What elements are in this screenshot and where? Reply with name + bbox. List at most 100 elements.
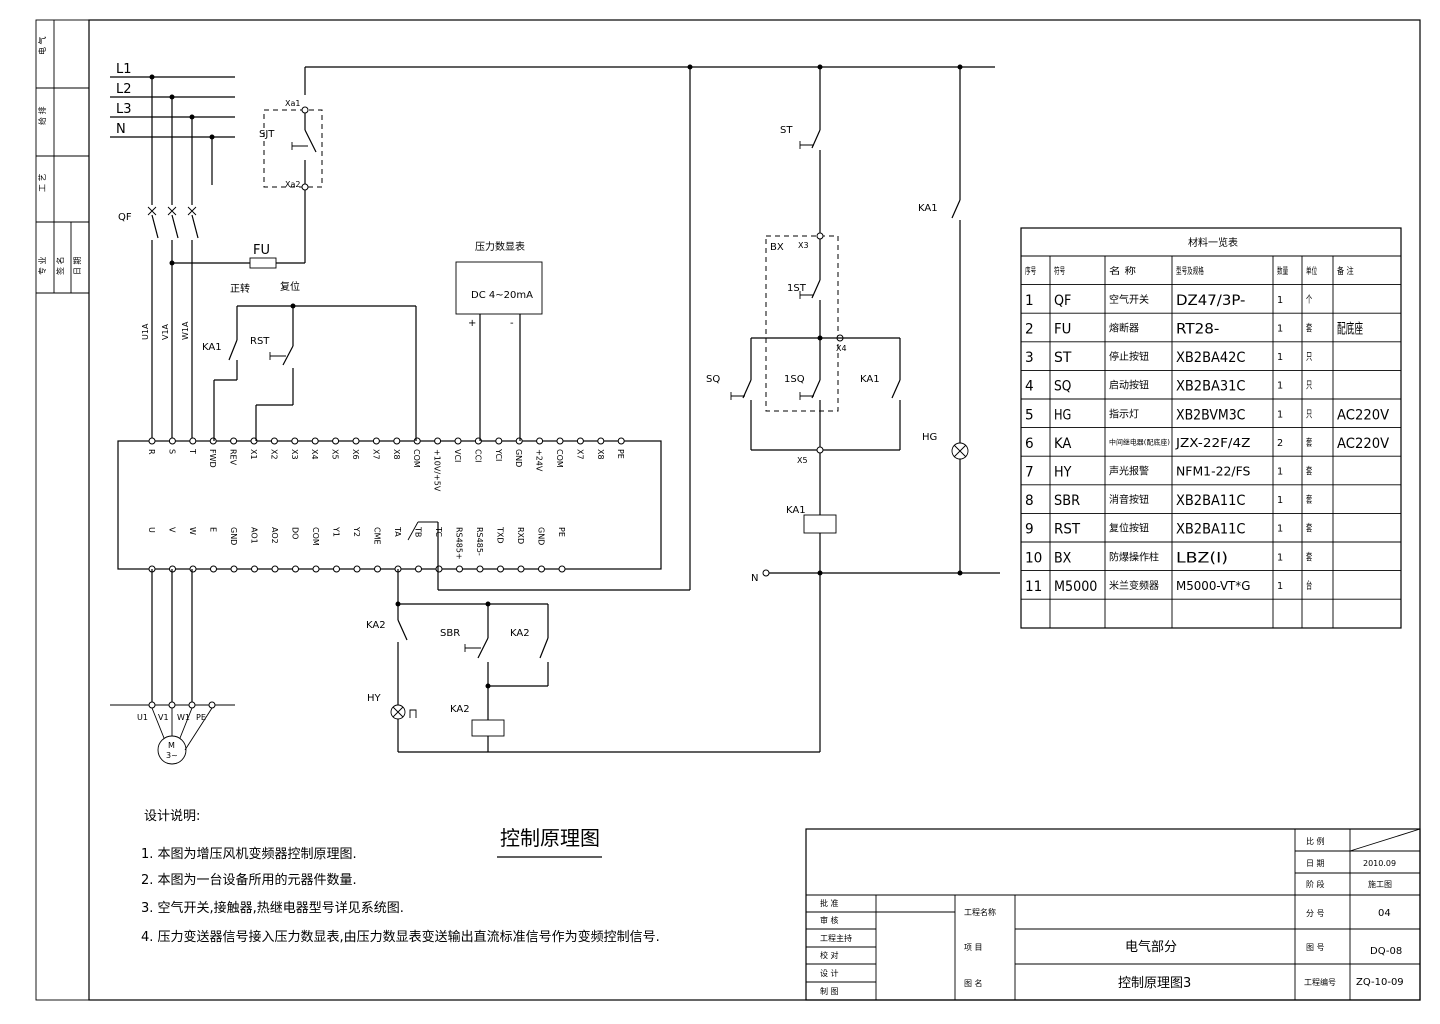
sq-label: SQ bbox=[706, 374, 720, 385]
fu-label: FU bbox=[253, 243, 270, 258]
table-cell: XB2BA42C bbox=[1176, 350, 1246, 366]
table-cell: XB2BA11C bbox=[1176, 493, 1246, 509]
strip-label-6: 日 期 bbox=[73, 256, 82, 275]
table-cell: 配底座 bbox=[1337, 322, 1363, 338]
strip-label-5: 签 名 bbox=[55, 256, 65, 275]
reset-label: 复位 bbox=[280, 280, 300, 293]
inverter-top-label: X1 bbox=[249, 449, 258, 460]
table-cell: 6 bbox=[1025, 436, 1034, 452]
inverter-bottom-label: DO bbox=[291, 527, 300, 539]
inverter-top-label: R bbox=[147, 449, 156, 455]
inverter-bottom-label: V bbox=[168, 527, 177, 533]
inverter-bottom-label: Y2 bbox=[352, 526, 361, 537]
motor-term-u1: U1 bbox=[137, 713, 148, 722]
strip-label-4: 专 业 bbox=[37, 256, 47, 275]
tb-drawing-name-value: 控制原理图3 bbox=[1118, 976, 1191, 991]
inverter-bottom-label: U bbox=[147, 527, 156, 533]
inverter-bottom-label: GND bbox=[537, 527, 546, 545]
note-1: 1. 本图为增压风机变频器控制原理图. bbox=[141, 846, 357, 862]
inverter-top-label: FWD bbox=[208, 449, 217, 468]
forward-label: 正转 bbox=[230, 282, 250, 295]
table-cell: AC220V bbox=[1337, 436, 1389, 452]
table-cell: 复位按钮 bbox=[1109, 522, 1149, 535]
tb-sub-no-label: 分 号 bbox=[1306, 909, 1325, 918]
inverter-top-label: X3 bbox=[290, 449, 299, 460]
ka1-left-label: KA1 bbox=[202, 342, 222, 353]
table-cell: 套 bbox=[1306, 322, 1312, 335]
meter-title: 压力数显表 bbox=[475, 240, 525, 253]
inverter-top-terminal bbox=[332, 437, 340, 445]
table-cell: AC220V bbox=[1337, 407, 1389, 423]
table-cell: ST bbox=[1054, 350, 1072, 366]
inverter-bottom-terminal bbox=[456, 565, 463, 573]
motor-m: M bbox=[168, 741, 175, 750]
inverter-top-terminal bbox=[291, 437, 299, 445]
sjt-label: SJT bbox=[259, 129, 275, 140]
table-cell: 1 bbox=[1025, 293, 1034, 309]
table-cell: 1 bbox=[1277, 352, 1283, 363]
table-cell: 7 bbox=[1025, 465, 1034, 481]
table-header-cell: 型号及规格 bbox=[1176, 265, 1204, 277]
inverter-top-label: X8 bbox=[596, 449, 605, 460]
bx-label: BX bbox=[770, 242, 784, 253]
table-cell: 熔断器 bbox=[1109, 322, 1139, 335]
inverter-top-terminal bbox=[352, 437, 360, 445]
table-cell: HG bbox=[1054, 407, 1071, 423]
ka2-coil bbox=[471, 719, 505, 737]
tb-check: 校 对 bbox=[820, 950, 839, 960]
table-cell: 10 bbox=[1025, 550, 1042, 566]
table-cell: 1 bbox=[1277, 295, 1283, 306]
inverter-bottom-label: CME bbox=[373, 527, 382, 545]
inverter-bottom-terminal bbox=[558, 565, 566, 573]
table-cell: DZ47/3P- bbox=[1176, 293, 1245, 309]
tb-drawing-no-value: DQ-08 bbox=[1370, 946, 1402, 957]
x3-label: X3 bbox=[798, 241, 809, 250]
title-block: 批 准 审 核 工程主持 校 对 设 计 制 图 工程名称 项 目 电气部分 图… bbox=[805, 828, 1421, 1001]
strip-label-2: 给 排 bbox=[37, 106, 47, 125]
inverter-bottom-terminal bbox=[415, 565, 422, 573]
inverter-bottom-label: GND bbox=[229, 527, 238, 545]
table-cell: 只 bbox=[1306, 381, 1312, 392]
table-cell: 指示灯 bbox=[1109, 407, 1139, 420]
inverter-bottom-label: TB bbox=[414, 526, 423, 537]
table-cell: 11 bbox=[1025, 579, 1042, 595]
phase-l3: L3 bbox=[116, 102, 132, 117]
drawing-title: 控制原理图 bbox=[500, 826, 600, 850]
table-header-cell: 符号 bbox=[1054, 265, 1065, 277]
inverter-top-label: X2 bbox=[269, 449, 278, 460]
table-cell: 套 bbox=[1306, 493, 1312, 506]
tb-project-label: 项 目 bbox=[964, 943, 983, 952]
xa1-label: Xa1 bbox=[285, 99, 300, 108]
table-cell: 台 bbox=[1306, 579, 1312, 592]
table-cell: 防爆操作柱 bbox=[1109, 550, 1159, 563]
inverter-bottom-label: RXD bbox=[516, 527, 525, 544]
tb-host: 工程主持 bbox=[820, 933, 852, 943]
table-cell: 套 bbox=[1306, 436, 1312, 449]
xa2-label: Xa2 bbox=[285, 180, 300, 189]
inverter-bottom-label: AO1 bbox=[250, 527, 259, 544]
left-strip: 电 气 给 排 工 艺 专 业 签 名 日 期 bbox=[36, 20, 89, 294]
phase-n: N bbox=[116, 122, 126, 137]
inverter-top-terminal bbox=[148, 437, 156, 445]
inverter-top-terminal bbox=[556, 437, 564, 445]
phase-l2: L2 bbox=[116, 82, 132, 97]
table-cell: 消音按钮 bbox=[1109, 493, 1149, 506]
tb-project-no-label: 工程编号 bbox=[1304, 977, 1336, 987]
inverter-top-terminal bbox=[536, 437, 544, 445]
tb-date-label: 日 期 bbox=[1306, 859, 1325, 868]
table-cell: 米兰变频器 bbox=[1109, 579, 1159, 592]
inverter-top-label: +10V/+5V bbox=[433, 449, 442, 492]
inverter-bottom-label: W bbox=[188, 527, 197, 535]
table-cell: 套 bbox=[1306, 465, 1312, 478]
table-header-cell: 名 称 bbox=[1109, 265, 1136, 277]
materials-title: 材料一览表 bbox=[1188, 236, 1238, 249]
supply-lines: L1 L2 L3 N QF U1A V1A W1A FU bbox=[110, 62, 995, 440]
inverter-top-label: REV bbox=[229, 449, 238, 466]
ka1-right-label: KA1 bbox=[860, 374, 880, 385]
inverter-top-terminal bbox=[209, 437, 217, 445]
fwd-reset-circuit: 正转 复位 KA1 RST bbox=[202, 280, 417, 441]
table-cell: 停止按钮 bbox=[1109, 350, 1149, 363]
table-cell: 1 bbox=[1277, 581, 1283, 592]
